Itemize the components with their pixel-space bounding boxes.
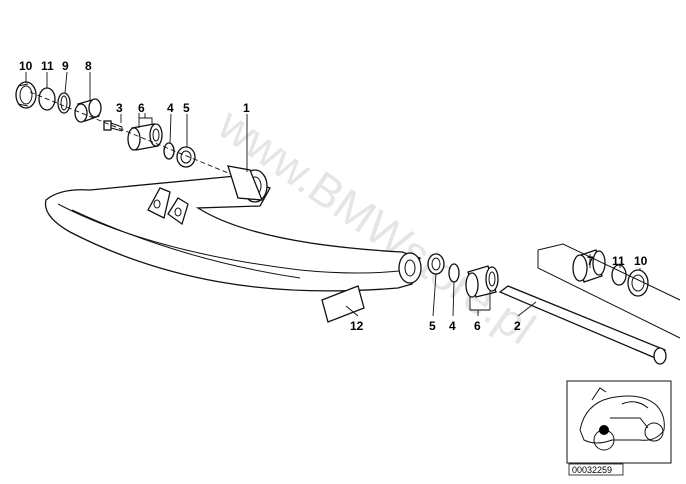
callout-5-left: 5 (183, 101, 190, 115)
motorcycle-silhouette (579, 387, 665, 451)
part-bearing-6-left[interactable] (127, 123, 163, 151)
callout-labels: 10 11 9 8 3 6 4 5 1 7 11 10 12 5 4 6 2 (19, 59, 648, 333)
callout-3: 3 (116, 101, 123, 115)
callout-1: 1 (243, 101, 250, 115)
callout-4-left: 4 (167, 101, 174, 115)
reference-number: 00032259 (572, 465, 612, 475)
callout-5-right: 5 (429, 319, 436, 333)
part-seal-5-left[interactable] (176, 146, 196, 168)
part-cap-10-left[interactable] (15, 81, 37, 109)
watermark-text: www.BMWstore.pl (208, 97, 544, 354)
callout-11-right: 11 (612, 254, 625, 268)
part-bolt-3[interactable] (103, 120, 123, 132)
bracket-line (537, 243, 681, 301)
part-pad-12[interactable] (321, 285, 365, 323)
callout-11-left: 11 (41, 59, 54, 73)
part-ring-11-right[interactable] (611, 264, 627, 286)
part-bearing-6-right[interactable] (465, 265, 499, 298)
callout-2: 2 (514, 319, 521, 333)
callout-4-right: 4 (449, 319, 456, 333)
bracket-line (537, 250, 681, 339)
callout-6-right: 6 (474, 319, 481, 333)
part-ring-4-left[interactable] (163, 142, 175, 160)
callout-6-left: 6 (138, 101, 145, 115)
callout-10-left: 10 (19, 59, 33, 73)
part-swing-arm-1[interactable] (44, 165, 422, 292)
part-ring-4-right[interactable] (448, 263, 460, 283)
part-circlip-9[interactable] (57, 92, 71, 114)
part-seal-5-right[interactable] (427, 253, 445, 275)
leader-lines (25, 71, 641, 317)
callout-7: 7 (587, 254, 594, 268)
location-inset: 00032259 (566, 380, 672, 476)
callout-8: 8 (85, 59, 92, 73)
callout-10-right: 10 (634, 254, 648, 268)
part-axle-2[interactable] (498, 285, 667, 365)
callout-9: 9 (62, 59, 69, 73)
callout-12: 12 (350, 319, 364, 333)
location-marker (599, 425, 609, 435)
part-bearing-8[interactable] (74, 98, 102, 123)
